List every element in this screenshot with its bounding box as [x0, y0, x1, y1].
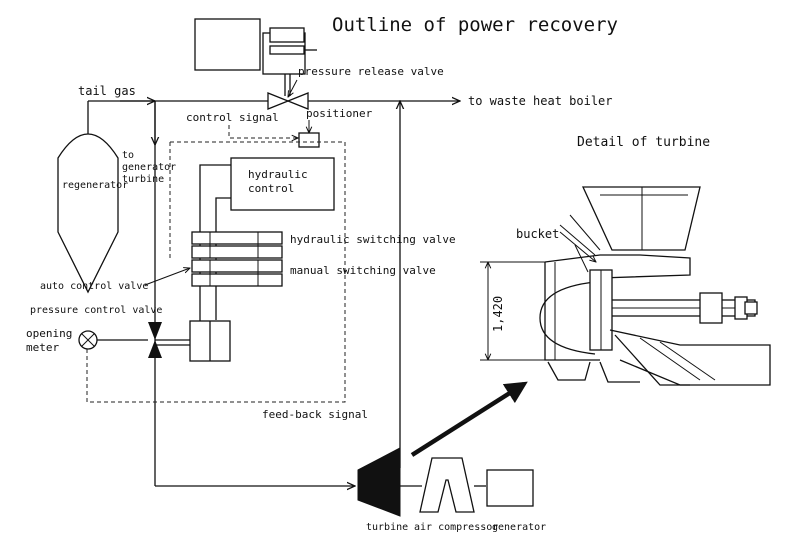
- hydraulic-control-label: hydraulic control: [248, 168, 314, 195]
- pressure-release-valve-label: pressure release valve: [298, 65, 444, 78]
- opening-meter-label: opening meter: [26, 327, 79, 354]
- pressure-release-valve: [267, 92, 309, 110]
- positioner-label: positioner: [306, 107, 373, 120]
- generator: [486, 469, 534, 507]
- opening-meter: [78, 330, 148, 350]
- pressure-control-valve-label: pressure control valve: [30, 305, 162, 316]
- turbine-cross-section: [539, 186, 771, 386]
- dimension-label: 1,420: [491, 296, 505, 332]
- dimension-marker: [480, 262, 545, 360]
- feed-back-signal-label: feed-back signal: [262, 408, 368, 421]
- positioner: [298, 132, 320, 148]
- air-compressor: [419, 457, 475, 513]
- hydraulic-switching-valve-label: hydraulic switching valve: [290, 233, 456, 246]
- turbine-label: turbine: [366, 522, 408, 533]
- manual-switching-valve: [191, 259, 283, 287]
- tail-gas-label: tail gas: [78, 84, 136, 98]
- turbine: [357, 447, 401, 517]
- diagram-title: Outline of power recovery: [332, 14, 618, 36]
- pressure-release-actuator: [194, 18, 317, 96]
- hydraulic-switching-valve: [191, 231, 283, 259]
- auto-control-valve-label: auto control valve: [40, 281, 148, 292]
- air-compressor-label: air compressor: [414, 522, 498, 533]
- manual-switching-valve-label: manual switching valve: [290, 264, 436, 277]
- regenerator-label: regenerator: [62, 180, 128, 191]
- generator-label: generator: [492, 522, 546, 533]
- detail-pointer-arrow: [410, 381, 528, 457]
- detail-of-turbine-title: Detail of turbine: [577, 135, 710, 150]
- to-generator-turbine-label: to generator turbine: [122, 150, 182, 185]
- regenerator-vessel: [57, 133, 119, 294]
- control-signal-label: control signal: [186, 111, 279, 124]
- to-waste-heat-boiler-label: to waste heat boiler: [468, 94, 613, 108]
- pressure-control-valve: [148, 322, 162, 358]
- bucket-label: bucket: [516, 227, 559, 241]
- hydraulic-control: [230, 157, 335, 211]
- hydraulic-cylinder: [155, 320, 231, 362]
